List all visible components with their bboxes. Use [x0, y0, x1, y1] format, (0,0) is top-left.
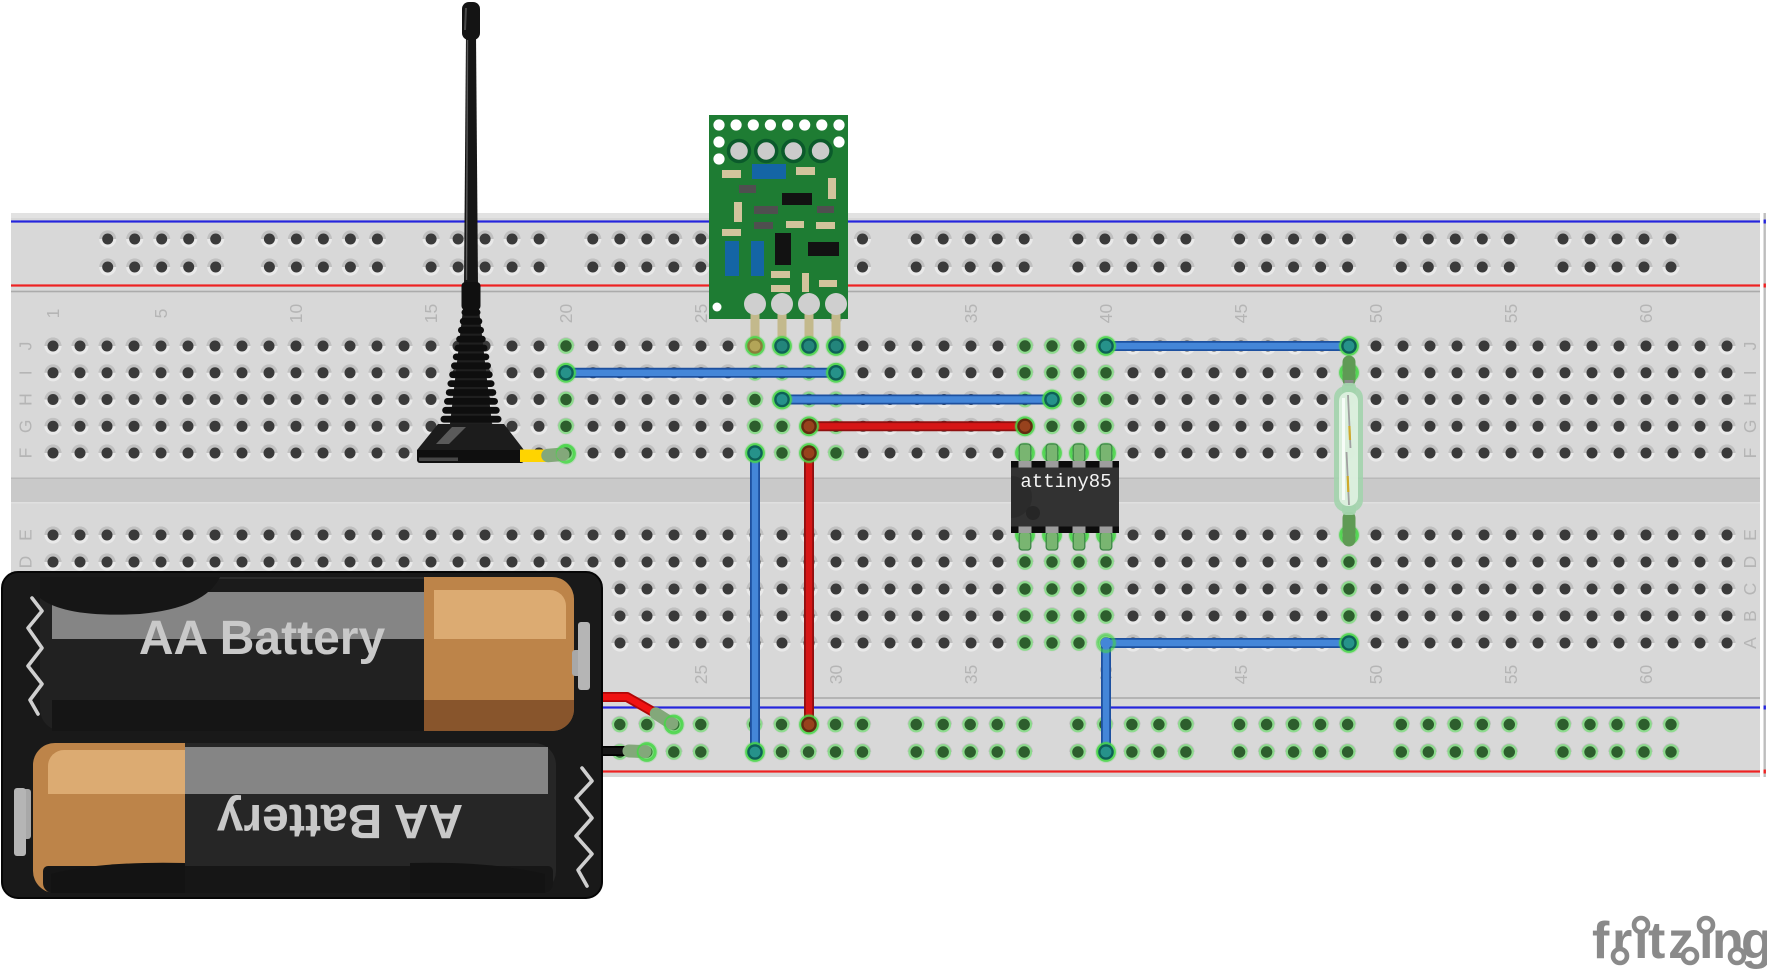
- svg-text:J: J: [16, 342, 36, 351]
- svg-text:55: 55: [1501, 665, 1521, 684]
- svg-text:55: 55: [1501, 304, 1521, 323]
- svg-text:D: D: [16, 556, 36, 569]
- svg-text:f: f: [1592, 912, 1610, 969]
- svg-text:A: A: [1740, 637, 1760, 649]
- svg-text:H: H: [1740, 393, 1760, 406]
- svg-text:attiny85: attiny85: [1020, 471, 1111, 493]
- svg-text:J: J: [1740, 342, 1760, 351]
- svg-text:60: 60: [1636, 304, 1656, 324]
- svg-text:C: C: [1740, 583, 1760, 596]
- svg-text:G: G: [16, 419, 36, 433]
- svg-text:35: 35: [961, 665, 981, 684]
- svg-text:50: 50: [1366, 665, 1386, 685]
- svg-text:10: 10: [286, 304, 306, 324]
- svg-text:15: 15: [421, 304, 441, 323]
- svg-text:I: I: [16, 370, 36, 375]
- svg-text:20: 20: [556, 304, 576, 324]
- svg-text:5: 5: [151, 309, 171, 319]
- svg-text:35: 35: [961, 304, 981, 323]
- svg-text:45: 45: [1231, 304, 1251, 323]
- svg-text:50: 50: [1366, 304, 1386, 324]
- svg-text:E: E: [16, 529, 36, 541]
- svg-text:45: 45: [1231, 665, 1251, 684]
- svg-text:25: 25: [691, 665, 711, 684]
- svg-text:AA Battery: AA Battery: [139, 612, 386, 665]
- svg-text:1: 1: [43, 309, 63, 319]
- svg-text:G: G: [1740, 419, 1760, 433]
- svg-text:25: 25: [691, 304, 711, 323]
- svg-text:F: F: [1740, 448, 1760, 459]
- svg-text:t: t: [1648, 912, 1665, 969]
- svg-text:I: I: [1740, 370, 1760, 375]
- svg-text:B: B: [1740, 610, 1760, 622]
- svg-text:AA Battery: AA Battery: [217, 794, 464, 847]
- svg-text:F: F: [16, 448, 36, 459]
- svg-text:40: 40: [1096, 304, 1116, 324]
- svg-text:D: D: [1740, 556, 1760, 569]
- svg-text:30: 30: [826, 665, 846, 685]
- svg-text:H: H: [16, 393, 36, 406]
- svg-text:60: 60: [1636, 665, 1656, 685]
- svg-text:E: E: [1740, 529, 1760, 541]
